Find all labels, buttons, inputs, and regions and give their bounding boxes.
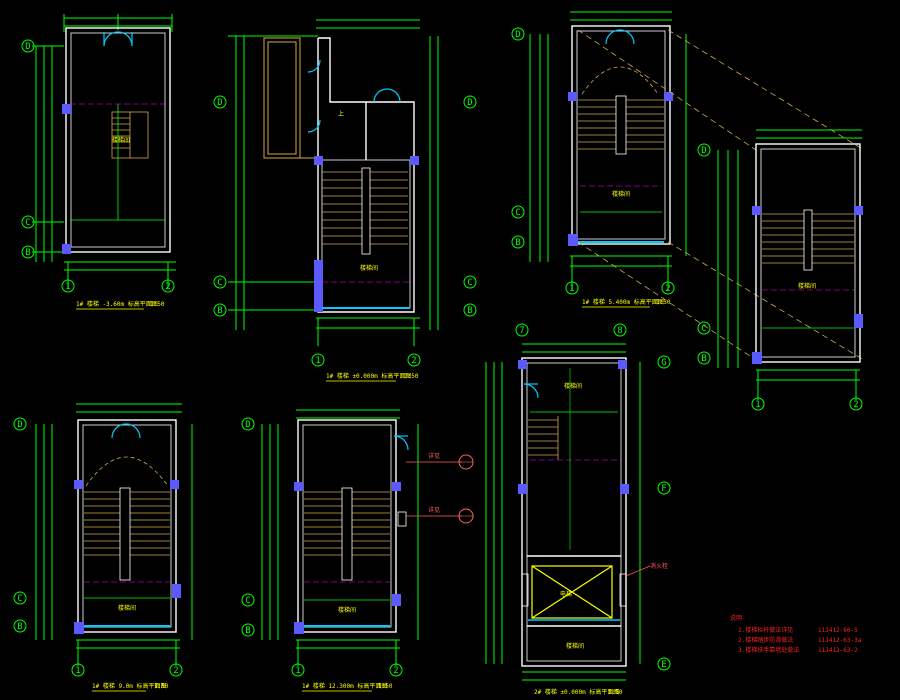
svg-text:D: D bbox=[515, 30, 520, 40]
plan-6-caption: 1# 楼梯 12.300m 标高平面图 bbox=[302, 682, 387, 690]
svg-text:D: D bbox=[467, 98, 472, 108]
svg-text:1: 1 bbox=[65, 282, 70, 292]
svg-text:2: 2 bbox=[853, 400, 858, 410]
plan-7-hydrant-note: 消火栓 bbox=[650, 562, 668, 570]
svg-text:D: D bbox=[25, 42, 30, 52]
plan-1-axis-bubbles: D C B 1 2 bbox=[21, 39, 175, 293]
plan-6-floor: 楼梯间 bbox=[261, 409, 419, 666]
plan-1-scale: 1:50 bbox=[150, 301, 165, 308]
plan-7-room-label: 楼梯间 bbox=[564, 382, 582, 390]
svg-text:2: 2 bbox=[665, 284, 670, 294]
svg-text:F: F bbox=[661, 484, 666, 494]
plan-6-callouts: 详见 详见 bbox=[406, 452, 474, 524]
svg-text:B: B bbox=[17, 622, 22, 632]
plan-5-room-label: 楼梯间 bbox=[118, 604, 136, 612]
notes-block: 说明 1.楼梯栏杆做法详见 11J412-60-5 2.楼梯踏步防滑做法 11J… bbox=[730, 614, 862, 654]
note-row-2-text: 2.楼梯踏步防滑做法 bbox=[738, 636, 793, 644]
note-row-1-ref: 11J412-60-5 bbox=[818, 627, 858, 634]
plan-6-room-label: 楼梯间 bbox=[338, 606, 356, 614]
plan-7-axis-bubbles: 7 8 G F E bbox=[515, 323, 671, 671]
note-row-3-text: 3.楼梯扶手靠墙处做法 bbox=[738, 646, 799, 654]
plan-2-floor: 上 楼梯间 bbox=[228, 19, 439, 346]
plan-2-scale: 1:50 bbox=[404, 373, 419, 380]
svg-text:B: B bbox=[467, 306, 472, 316]
plan-6-axis-bubbles: D C B 1 2 bbox=[241, 417, 403, 677]
svg-text:1: 1 bbox=[755, 400, 760, 410]
plan-1-caption: 1# 楼梯 -3.60m 标高平面图 bbox=[76, 300, 158, 308]
notes-heading: 说明 bbox=[730, 614, 742, 622]
svg-text:B: B bbox=[25, 248, 30, 258]
plan-3-room-label: 楼梯间 bbox=[612, 190, 630, 198]
svg-text:8: 8 bbox=[617, 326, 622, 336]
svg-text:1: 1 bbox=[315, 356, 320, 366]
svg-text:2: 2 bbox=[393, 666, 398, 676]
note-row-1-text: 1.楼梯栏杆做法详见 bbox=[738, 626, 793, 634]
svg-text:C: C bbox=[245, 596, 250, 606]
svg-text:2: 2 bbox=[165, 282, 170, 292]
note-row-3-ref: 11J412-63-2 bbox=[818, 647, 858, 654]
svg-text:详见: 详见 bbox=[428, 506, 440, 514]
note-row-2-ref: 11J412-63-3a bbox=[818, 637, 862, 644]
svg-text:2: 2 bbox=[411, 356, 416, 366]
svg-text:E: E bbox=[661, 660, 666, 670]
plan-4-axis-bubbles: D C B 1 2 bbox=[697, 143, 863, 411]
plan-2-room-label: 楼梯间 bbox=[360, 264, 378, 272]
plan-7-room-label-2: 楼梯间 bbox=[566, 642, 584, 650]
svg-text:C: C bbox=[515, 208, 520, 218]
svg-text:C: C bbox=[25, 218, 30, 228]
svg-text:B: B bbox=[217, 306, 222, 316]
svg-text:C: C bbox=[17, 594, 22, 604]
plan-3-axis-bubbles: D C B 1 2 bbox=[511, 27, 675, 295]
svg-text:B: B bbox=[701, 354, 706, 364]
plan-1-room-label: 楼梯间 bbox=[112, 136, 130, 144]
plan-3-floor: 楼梯间 bbox=[529, 11, 687, 290]
svg-text:2: 2 bbox=[173, 666, 178, 676]
svg-text:B: B bbox=[515, 238, 520, 248]
svg-text:D: D bbox=[245, 420, 250, 430]
plan-7-scale: 1:50 bbox=[608, 689, 623, 696]
svg-text:1: 1 bbox=[295, 666, 300, 676]
svg-text:详见: 详见 bbox=[428, 452, 440, 460]
plan-5-caption: 1# 楼梯 9.0m 标高平面图 bbox=[92, 682, 167, 690]
plan-5-scale: 1:50 bbox=[154, 683, 169, 690]
plan-3-caption: 1# 楼梯 5.400m 标高平面图 bbox=[582, 298, 664, 306]
plan-2-axis-bubbles: D D C C B B 1 2 bbox=[213, 95, 477, 367]
plan-6-scale: 1:50 bbox=[378, 683, 393, 690]
svg-text:G: G bbox=[661, 358, 666, 368]
plan-2-up-label: 上 bbox=[338, 110, 344, 118]
plan-2-caption: 1# 楼梯 ±0.000m 标高平面图 bbox=[326, 372, 411, 380]
svg-text:D: D bbox=[17, 420, 22, 430]
plan-1-floor: 楼梯间 bbox=[32, 14, 176, 288]
plan-7-elevator-label: 电梯 bbox=[560, 590, 572, 598]
plan-5-axis-bubbles: D C B 1 2 bbox=[13, 417, 183, 677]
plan-7-floor: 电梯 楼梯间 楼梯间 消火栓 bbox=[485, 343, 668, 681]
plan-4-room-label: 楼梯间 bbox=[798, 282, 816, 290]
svg-text:1: 1 bbox=[75, 666, 80, 676]
plan-4-floor: 楼梯间 bbox=[717, 129, 863, 400]
plan-5-floor: 楼梯间 bbox=[35, 403, 193, 666]
svg-text:D: D bbox=[217, 98, 222, 108]
svg-text:D: D bbox=[701, 146, 706, 156]
plan-3-scale: 1:50 bbox=[656, 299, 671, 306]
svg-text:1: 1 bbox=[569, 284, 574, 294]
svg-text:C: C bbox=[217, 278, 222, 288]
svg-text:C: C bbox=[701, 324, 706, 334]
svg-text:B: B bbox=[245, 626, 250, 636]
plan-7-caption: 2# 楼梯 ±0.000m 标高平面图 bbox=[534, 688, 619, 696]
svg-text:7: 7 bbox=[519, 326, 524, 336]
svg-text:C: C bbox=[467, 278, 472, 288]
